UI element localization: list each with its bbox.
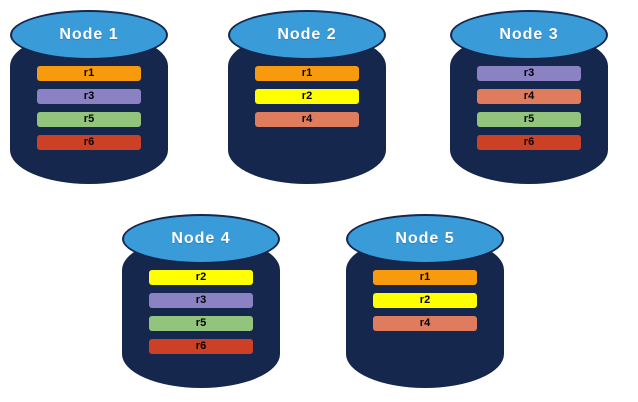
replica-bar: r6 bbox=[37, 135, 141, 150]
replica-label: r5 bbox=[523, 113, 535, 125]
database-node-2: Node 2 r1 r2 r4 bbox=[228, 8, 386, 188]
database-node-4: Node 4 r2 r3 r5 r6 bbox=[122, 212, 280, 392]
replica-label: r2 bbox=[195, 271, 207, 283]
replica-bar: r2 bbox=[255, 89, 359, 104]
replica-label: r6 bbox=[523, 136, 535, 148]
replica-label: r4 bbox=[301, 113, 313, 125]
replica-bar: r1 bbox=[373, 270, 477, 285]
node-label: Node 1 bbox=[59, 26, 119, 43]
replica-bar: r6 bbox=[477, 135, 581, 150]
replica-list: r2 r3 r5 r6 bbox=[149, 270, 253, 354]
cylinder-body-icon bbox=[122, 236, 280, 388]
database-node-1: Node 1 r1 r3 r5 r6 bbox=[10, 8, 168, 188]
replica-bar: r6 bbox=[149, 339, 253, 354]
replica-label: r6 bbox=[195, 340, 207, 352]
replica-bar: r4 bbox=[373, 316, 477, 331]
node-label: Node 5 bbox=[395, 230, 455, 247]
cylinder-top-icon: Node 4 bbox=[122, 214, 280, 264]
cylinder-top-icon: Node 2 bbox=[228, 10, 386, 60]
node-label: Node 2 bbox=[277, 26, 337, 43]
replica-bar: r5 bbox=[149, 316, 253, 331]
replica-label: r5 bbox=[83, 113, 95, 125]
replica-list: r3 r4 r5 r6 bbox=[477, 66, 581, 150]
cylinder-top-icon: Node 5 bbox=[346, 214, 504, 264]
replica-bar: r3 bbox=[149, 293, 253, 308]
node-label: Node 3 bbox=[499, 26, 559, 43]
replica-label: r1 bbox=[419, 271, 431, 283]
replica-label: r2 bbox=[419, 294, 431, 306]
node-label: Node 4 bbox=[171, 230, 231, 247]
replica-label: r5 bbox=[195, 317, 207, 329]
cylinder-top-icon: Node 3 bbox=[450, 10, 608, 60]
replica-label: r1 bbox=[301, 67, 313, 79]
replica-bar: r5 bbox=[37, 112, 141, 127]
replica-bar: r5 bbox=[477, 112, 581, 127]
replica-bar: r4 bbox=[477, 89, 581, 104]
replica-label: r3 bbox=[195, 294, 207, 306]
replica-label: r4 bbox=[523, 90, 535, 102]
replica-list: r1 r3 r5 r6 bbox=[37, 66, 141, 150]
cylinder-body-icon bbox=[346, 236, 504, 388]
replica-label: r3 bbox=[523, 67, 535, 79]
replica-bar: r1 bbox=[255, 66, 359, 81]
replica-bar: r2 bbox=[373, 293, 477, 308]
database-node-3: Node 3 r3 r4 r5 r6 bbox=[450, 8, 608, 188]
replica-label: r2 bbox=[301, 90, 313, 102]
database-node-5: Node 5 r1 r2 r4 bbox=[346, 212, 504, 392]
replica-label: r3 bbox=[83, 90, 95, 102]
replica-list: r1 r2 r4 bbox=[255, 66, 359, 127]
replica-bar: r3 bbox=[37, 89, 141, 104]
cylinder-top-icon: Node 1 bbox=[10, 10, 168, 60]
replica-list: r1 r2 r4 bbox=[373, 270, 477, 331]
replica-bar: r4 bbox=[255, 112, 359, 127]
replica-label: r1 bbox=[83, 67, 95, 79]
replica-label: r6 bbox=[83, 136, 95, 148]
replica-bar: r1 bbox=[37, 66, 141, 81]
replica-bar: r3 bbox=[477, 66, 581, 81]
replica-label: r4 bbox=[419, 317, 431, 329]
replica-bar: r2 bbox=[149, 270, 253, 285]
